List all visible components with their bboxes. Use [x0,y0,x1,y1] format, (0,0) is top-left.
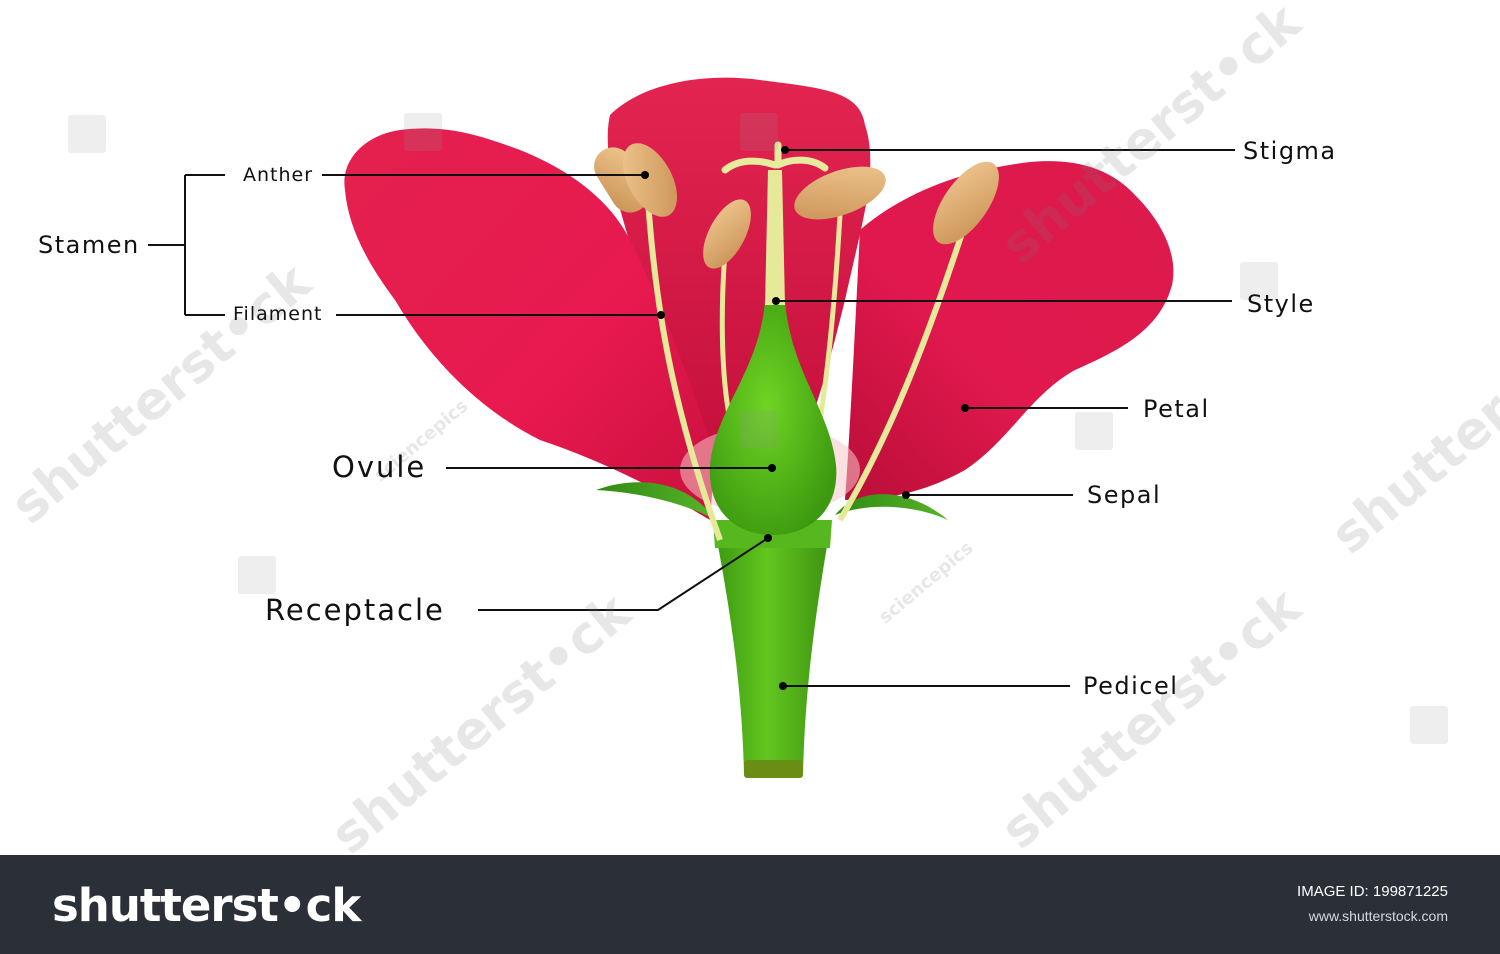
flower-illustration [148,77,1235,778]
leader-dots [641,146,969,690]
label-sepal: Sepal [1087,481,1162,509]
label-anther: Anther [243,164,314,186]
pedicel-shape [717,540,828,775]
filament-4 [837,214,971,522]
sepal-right [835,494,948,520]
sepal-left [596,482,715,520]
style-shape [765,170,785,305]
footer-bar: shutterst•ck IMAGE ID: 199871225 www.shu… [0,855,1500,954]
filament-3 [817,214,843,421]
stigma-shape [721,141,829,174]
label-stigma: Stigma [1243,137,1337,165]
label-filament: Filament [233,303,323,325]
label-pedicel: Pedicel [1083,672,1179,700]
filament-1 [645,199,723,542]
ovary-shape [709,300,837,535]
shutterstock-logo[interactable]: shutterst•ck [52,879,361,932]
label-ovule: Ovule [332,450,427,484]
label-style: Style [1247,290,1315,318]
image-id-value: 199871225 [1372,883,1448,900]
petal-left [344,128,715,521]
image-id-label: IMAGE ID: [1297,883,1369,900]
label-petal: Petal [1143,395,1210,423]
footer-url[interactable]: www.shutterstock.com [1308,908,1448,924]
label-stamen: Stamen [38,231,140,259]
label-receptacle: Receptacle [265,593,445,627]
flower-diagram: shutterst•ck shutterst•ck shutterst•ck s… [0,0,1500,855]
petal-right [845,161,1174,500]
leader-lines [148,149,1235,687]
filament-2 [719,249,733,421]
image-id: IMAGE ID: 199871225 [1297,883,1448,900]
